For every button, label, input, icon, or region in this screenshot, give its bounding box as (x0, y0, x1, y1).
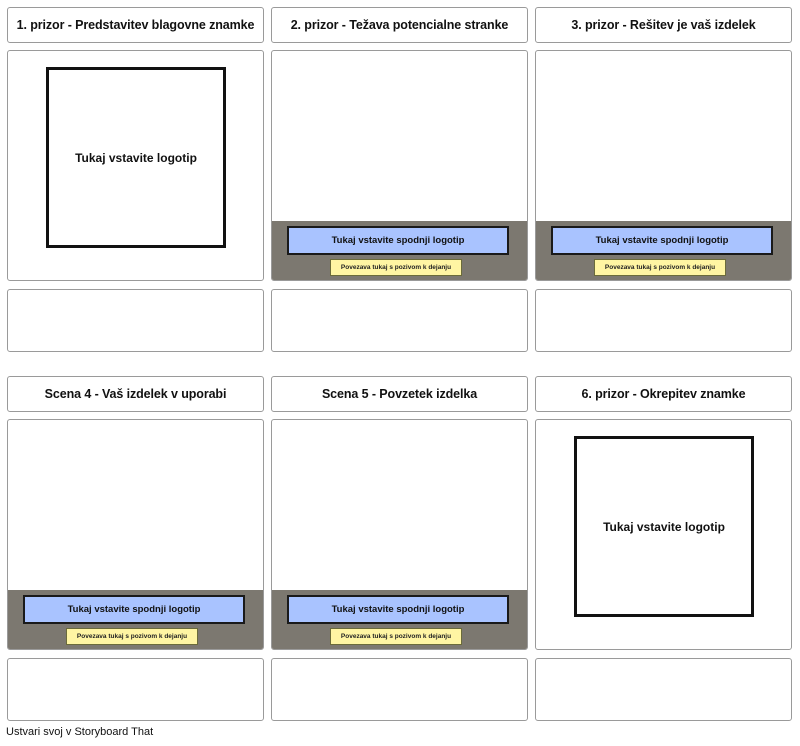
call-to-action-link[interactable]: Povezava tukaj s pozivom k dejanju (66, 628, 198, 645)
scene-description-box[interactable] (7, 658, 264, 721)
scene-description-box[interactable] (271, 289, 528, 352)
call-to-action-link[interactable]: Povezava tukaj s pozivom k dejanju (330, 628, 462, 645)
scene-title-box[interactable]: Scena 4 - Vaš izdelek v uporabi (7, 376, 264, 412)
lower-third-bar[interactable]: Tukaj vstavite spodnji logotip Povezava … (8, 590, 263, 649)
lower-logo-placeholder[interactable]: Tukaj vstavite spodnji logotip (287, 595, 509, 624)
scene-title-box[interactable]: 6. prizor - Okrepitev znamke (535, 376, 792, 412)
scene-title: Scena 4 - Vaš izdelek v uporabi (44, 387, 227, 401)
lower-logo-placeholder[interactable]: Tukaj vstavite spodnji logotip (287, 226, 509, 255)
lower-third-bar[interactable]: Tukaj vstavite spodnji logotip Povezava … (272, 590, 527, 649)
storyboard-cell-2: 2. prizor - Težava potencialne stranke T… (271, 7, 528, 352)
storyboard-cell-6: 6. prizor - Okrepitev znamke Tukaj vstav… (535, 376, 792, 721)
scene-title: 3. prizor - Rešitev je vaš izdelek (571, 18, 756, 32)
call-to-action-text: Povezava tukaj s pozivom k dejanju (340, 633, 452, 640)
scene-canvas[interactable]: Tukaj vstavite spodnji logotip Povezava … (271, 419, 528, 650)
scene-title-box[interactable]: 1. prizor - Predstavitev blagovne znamke (7, 7, 264, 43)
scene-canvas[interactable]: Tukaj vstavite spodnji logotip Povezava … (271, 50, 528, 281)
logo-placeholder[interactable]: Tukaj vstavite logotip (46, 67, 226, 248)
lower-logo-placeholder[interactable]: Tukaj vstavite spodnji logotip (23, 595, 245, 624)
scene-title-box[interactable]: 2. prizor - Težava potencialne stranke (271, 7, 528, 43)
scene-title: 1. prizor - Predstavitev blagovne znamke (16, 18, 255, 32)
scene-canvas[interactable]: Tukaj vstavite logotip (535, 419, 792, 650)
scene-canvas[interactable]: Tukaj vstavite spodnji logotip Povezava … (7, 419, 264, 650)
scene-description-box[interactable] (535, 658, 792, 721)
storyboard-cell-1: 1. prizor - Predstavitev blagovne znamke… (7, 7, 264, 352)
scene-canvas[interactable]: Tukaj vstavite logotip (7, 50, 264, 281)
lower-logo-placeholder[interactable]: Tukaj vstavite spodnji logotip (551, 226, 773, 255)
storyboard-cell-4: Scena 4 - Vaš izdelek v uporabi Tukaj vs… (7, 376, 264, 721)
storyboard-row-2: Scena 4 - Vaš izdelek v uporabi Tukaj vs… (7, 376, 792, 721)
scene-canvas[interactable]: Tukaj vstavite spodnji logotip Povezava … (535, 50, 792, 281)
lower-logo-text: Tukaj vstavite spodnji logotip (67, 604, 201, 615)
scene-description-box[interactable] (271, 658, 528, 721)
call-to-action-text: Povezava tukaj s pozivom k dejanju (604, 264, 716, 271)
footer-credit[interactable]: Ustvari svoj v Storyboard That (6, 726, 154, 738)
logo-placeholder[interactable]: Tukaj vstavite logotip (574, 436, 754, 617)
call-to-action-text: Povezava tukaj s pozivom k dejanju (340, 264, 452, 271)
lower-third-bar[interactable]: Tukaj vstavite spodnji logotip Povezava … (536, 221, 791, 280)
scene-title-box[interactable]: Scena 5 - Povzetek izdelka (271, 376, 528, 412)
call-to-action-text: Povezava tukaj s pozivom k dejanju (76, 633, 188, 640)
scene-title: 2. prizor - Težava potencialne stranke (290, 18, 509, 32)
scene-description-box[interactable] (535, 289, 792, 352)
lower-logo-text: Tukaj vstavite spodnji logotip (331, 604, 465, 615)
storyboard-cell-5: Scena 5 - Povzetek izdelka Tukaj vstavit… (271, 376, 528, 721)
scene-description-box[interactable] (7, 289, 264, 352)
scene-title: Scena 5 - Povzetek izdelka (321, 387, 478, 401)
logo-placeholder-text: Tukaj vstavite logotip (603, 519, 725, 534)
logo-placeholder-text: Tukaj vstavite logotip (75, 150, 197, 165)
storyboard-cell-3: 3. prizor - Rešitev je vaš izdelek Tukaj… (535, 7, 792, 352)
lower-logo-text: Tukaj vstavite spodnji logotip (331, 235, 465, 246)
scene-title: 6. prizor - Okrepitev znamke (581, 387, 746, 401)
call-to-action-link[interactable]: Povezava tukaj s pozivom k dejanju (330, 259, 462, 276)
scene-title-box[interactable]: 3. prizor - Rešitev je vaš izdelek (535, 7, 792, 43)
call-to-action-link[interactable]: Povezava tukaj s pozivom k dejanju (594, 259, 726, 276)
lower-third-bar[interactable]: Tukaj vstavite spodnji logotip Povezava … (272, 221, 527, 280)
lower-logo-text: Tukaj vstavite spodnji logotip (595, 235, 729, 246)
storyboard-row-1: 1. prizor - Predstavitev blagovne znamke… (7, 7, 792, 352)
